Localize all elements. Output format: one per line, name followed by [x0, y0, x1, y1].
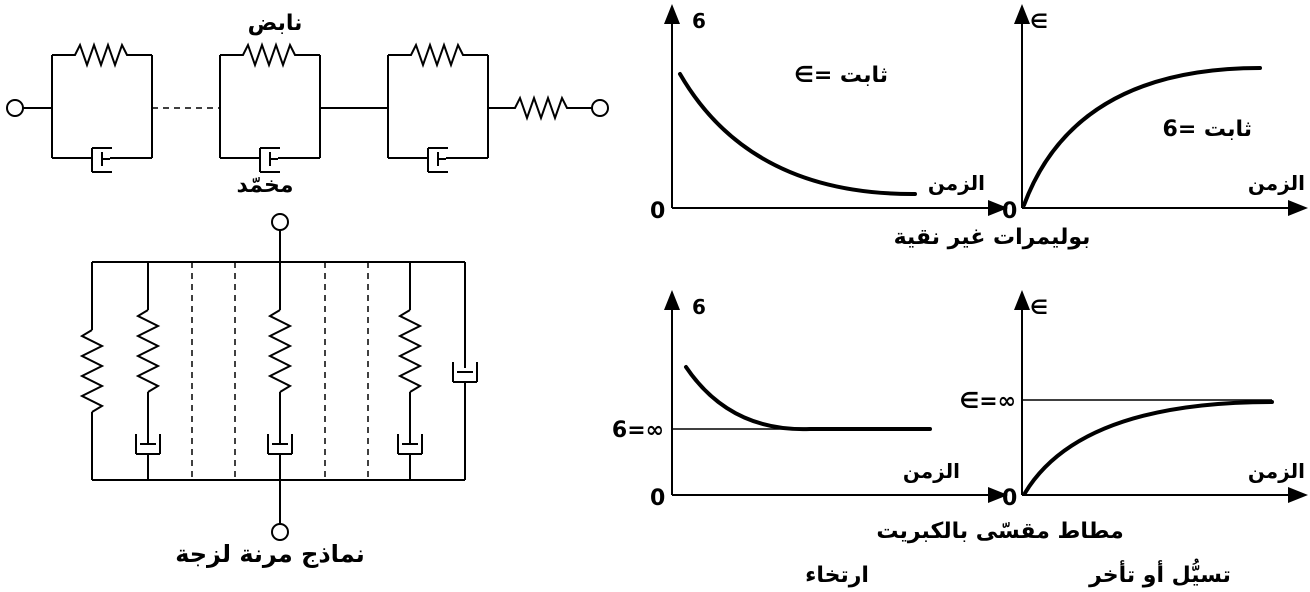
spring-icon: [488, 94, 592, 122]
kelvin-unit-3: [387, 41, 489, 173]
time-axis-label: الزمن: [1248, 171, 1305, 195]
impure-polymers-label: بوليمرات غير نقية: [894, 225, 1091, 250]
kelvin-chain-model: نابض مخمّد: [6, 11, 609, 198]
spring-label: نابض: [248, 11, 303, 36]
stress-axis-label: 6: [692, 295, 706, 319]
creep-curve: [1022, 66, 1262, 207]
time-axis-label: الزمن: [928, 171, 985, 195]
dashpot-icon: [267, 434, 293, 455]
const-strain-label: ∈= ثابت: [794, 63, 888, 88]
creep-label: تسيُّل أو تأخر: [1088, 558, 1231, 588]
spring-icon: [388, 41, 488, 69]
const-stress-label: 6= ثابت: [1163, 117, 1252, 142]
top-terminal: [271, 213, 289, 231]
graph-creep-impure: ∈ 0 الزمن 6= ثابت: [1002, 4, 1308, 224]
right-terminal: [591, 99, 609, 117]
spring-icon: [135, 309, 161, 393]
origin-label: 0: [650, 199, 665, 224]
vulcanized-rubber-label: مطاط مقسّى بالكبريت: [876, 519, 1123, 544]
spring-icon: [397, 309, 423, 393]
left-terminal: [6, 99, 24, 117]
strain-inf-label: ∈=∞: [960, 389, 1016, 414]
bottom-terminal: [271, 523, 289, 541]
graph-relaxation-rubber: 6 0 الزمن 6=∞: [612, 290, 1008, 511]
spring-icon: [79, 329, 105, 413]
strain-axis-label: ∈: [1030, 9, 1048, 33]
origin-label: 0: [1002, 199, 1017, 224]
dashpot-icon: [427, 147, 448, 173]
dashpot-icon: [259, 147, 280, 173]
creep-curve: [1023, 400, 1274, 495]
strain-axis-label: ∈: [1030, 295, 1048, 319]
stress-axis-label: 6: [692, 9, 706, 33]
relaxation-curve: [684, 365, 932, 432]
relaxation-label: ارتخاء: [805, 563, 869, 588]
dashpot-icon: [91, 147, 112, 173]
kelvin-unit-1: [51, 41, 153, 173]
kelvin-unit-2: [219, 41, 321, 173]
maxwell-parallel-model: نماذج مرنة لزجة: [79, 213, 478, 568]
origin-label: 0: [1002, 486, 1017, 511]
time-axis-label: الزمن: [1248, 459, 1305, 483]
time-axis-label: الزمن: [903, 459, 960, 483]
spring-icon: [220, 41, 320, 69]
relaxation-curve: [678, 72, 917, 197]
graph-creep-rubber: ∈ 0 الزمن ∈=∞: [960, 290, 1308, 511]
stress-inf-label: 6=∞: [612, 418, 664, 443]
origin-label: 0: [650, 486, 665, 511]
models-caption: نماذج مرنة لزجة: [175, 540, 365, 568]
dashpot-label: مخمّد: [237, 173, 294, 198]
spring-icon: [52, 41, 152, 69]
graph-relaxation-impure: 6 0 الزمن ∈= ثابت: [650, 4, 1008, 224]
spring-icon: [267, 309, 293, 393]
